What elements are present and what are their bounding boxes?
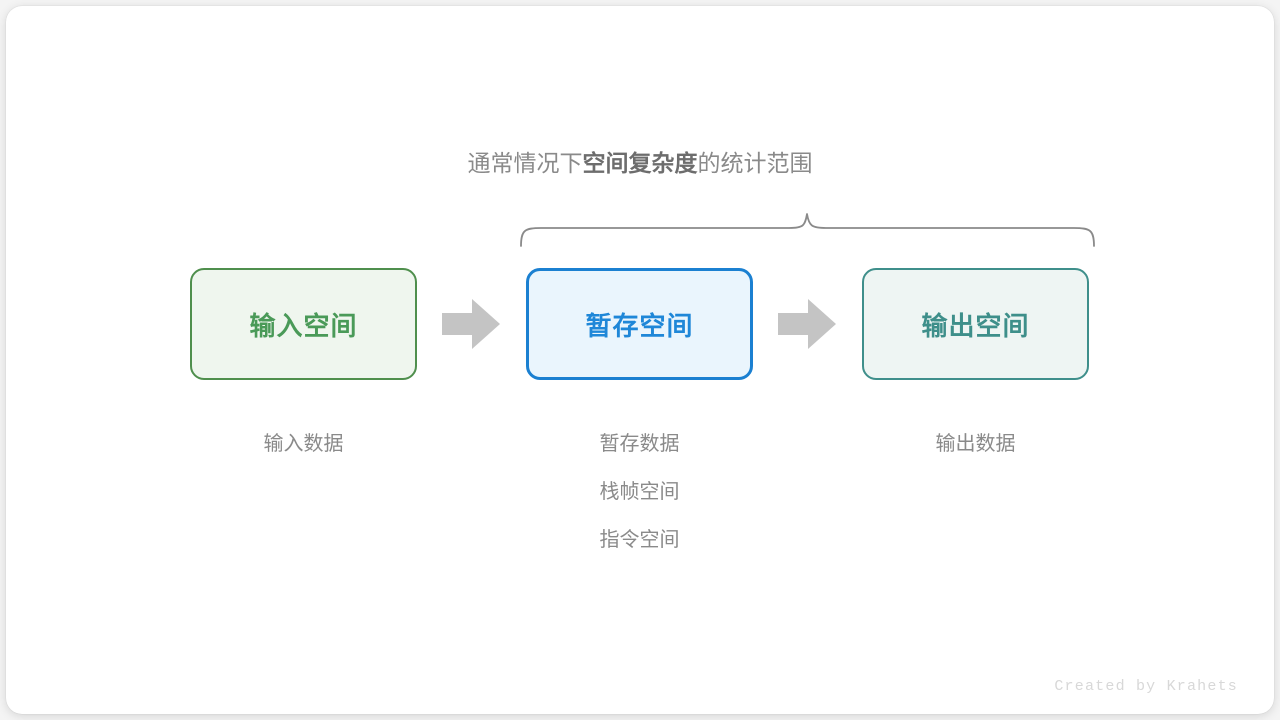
scope-caption-emphasis: 空间复杂度 (582, 150, 698, 176)
node-output-space[interactable]: 输出空间 (862, 268, 1089, 380)
scope-caption-prefix: 通常情况下 (467, 150, 583, 176)
curly-brace-up-icon (520, 213, 1095, 247)
caption-item: 暂存数据 (599, 433, 680, 455)
scope-brace (515, 200, 1100, 250)
arrow-input-to-buffer (442, 295, 502, 353)
captions-buffer-column: 暂存数据 栈帧空间 指令空间 (526, 420, 753, 564)
watermark: Created by Krahets (1054, 678, 1238, 695)
flow-row: 输入空间 暂存空间 输出空间 (0, 268, 1280, 380)
captions-output-column: 输出数据 (862, 420, 1089, 468)
captions-input-column: 输入数据 (190, 420, 417, 468)
caption-item: 输入数据 (263, 433, 344, 455)
right-arrow-icon (778, 299, 836, 349)
caption-item: 输出数据 (935, 433, 1016, 455)
right-arrow-icon (442, 299, 500, 349)
node-output-space-label: 输出空间 (921, 310, 1030, 341)
caption-item: 栈帧空间 (599, 481, 680, 503)
node-input-space-label: 输入空间 (249, 310, 358, 341)
arrow-buffer-to-output (778, 295, 838, 353)
caption-item: 指令空间 (599, 529, 680, 551)
scope-caption-suffix: 的统计范围 (697, 150, 813, 176)
scope-caption: 通常情况下空间复杂度的统计范围 (0, 146, 1280, 180)
node-buffer-space[interactable]: 暂存空间 (526, 268, 753, 380)
node-buffer-space-label: 暂存空间 (585, 310, 694, 341)
node-input-space[interactable]: 输入空间 (190, 268, 417, 380)
